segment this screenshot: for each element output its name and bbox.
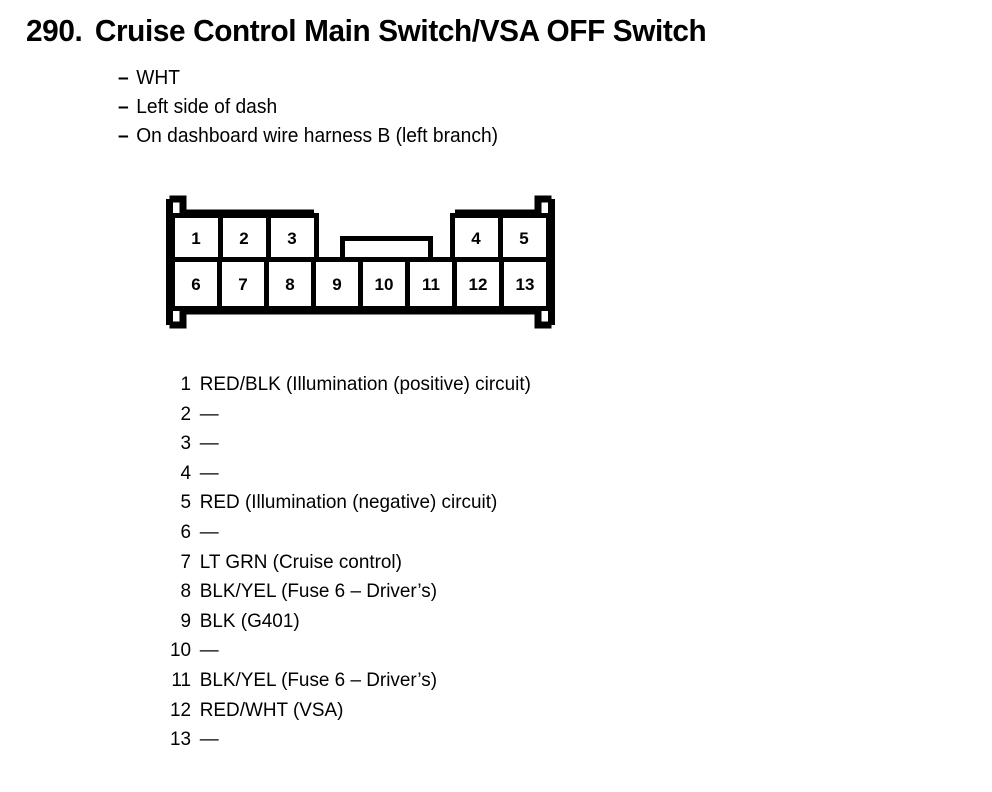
connector-pin-label-10: 10 (375, 275, 394, 294)
connector-pin-label-8: 8 (285, 275, 294, 294)
pin-assignment-list: 1 RED/BLK (Illumination (positive) circui… (160, 370, 531, 755)
pin-number: 2 (180, 402, 192, 425)
pin-description: — (199, 402, 219, 425)
connector-pin-label-9: 9 (332, 275, 341, 294)
connector-svg: 1 2 3 4 5 6 7 8 9 10 11 12 13 (166, 195, 555, 329)
pin-row: 8 BLK/YEL (Fuse 6 – Driver’s) (160, 577, 531, 607)
connector-pin-label-3: 3 (287, 229, 296, 248)
pin-row: 3— (160, 429, 531, 459)
descriptor-text: On dashboard wire harness B (left branch… (136, 125, 499, 147)
pin-description: RED/WHT (VSA) (199, 698, 344, 721)
pin-row: 6— (160, 518, 531, 548)
connector-pin-label-13: 13 (516, 275, 535, 294)
pin-description: — (199, 728, 219, 751)
pin-description: — (199, 520, 219, 543)
pin-row: 2— (160, 400, 531, 430)
descriptor-item: –On dashboard wire harness B (left branc… (118, 122, 498, 151)
pin-description: — (199, 432, 219, 455)
pin-description: — (199, 461, 219, 484)
connector-pin-label-1: 1 (191, 229, 200, 248)
descriptor-item: –Left side of dash (118, 93, 498, 122)
pin-row: 4— (160, 459, 531, 489)
pin-row: 1 RED/BLK (Illumination (positive) circui… (160, 370, 531, 400)
pin-number: 3 (180, 432, 192, 455)
pin-number: 5 (180, 491, 192, 514)
pin-row: 10 — (160, 636, 531, 666)
connector-diagram: 1 2 3 4 5 6 7 8 9 10 11 12 13 (164, 195, 557, 329)
pin-row: 11 BLK/YEL (Fuse 6 – Driver’s) (160, 666, 531, 696)
descriptor-dash: – (118, 67, 129, 89)
connector-center-tab (340, 236, 433, 260)
pin-row: 7 LT GRN (Cruise control) (160, 548, 531, 578)
connector-pin-label-4: 4 (471, 229, 481, 248)
pin-number: 9 (180, 609, 192, 632)
pin-row: 13 — (160, 725, 531, 755)
pin-row: 5 RED (Illumination (negative) circuit) (160, 488, 531, 518)
pin-row: 9 BLK (G401) (160, 607, 531, 637)
pin-description: BLK/YEL (Fuse 6 – Driver’s) (199, 580, 437, 603)
pin-description: BLK/YEL (Fuse 6 – Driver’s) (199, 668, 437, 691)
connector-pin-label-11: 11 (422, 275, 440, 294)
pin-number: 7 (180, 550, 192, 573)
pin-number: 10 (169, 639, 192, 662)
descriptor-list: –WHT –Left side of dash –On dashboard wi… (118, 64, 498, 151)
pin-number: 6 (180, 520, 192, 543)
pin-description: BLK (G401) (199, 609, 300, 632)
pin-description: RED/BLK (Illumination (positive) circuit… (199, 373, 531, 395)
descriptor-item: –WHT (118, 64, 498, 93)
pin-number: 1 (180, 373, 192, 395)
connector-bottom-group (170, 257, 551, 311)
connector-pin-label-6: 6 (191, 275, 200, 294)
page-title-text: Cruise Control Main Switch/VSA OFF Switc… (94, 13, 707, 48)
pin-number: 11 (171, 668, 192, 691)
pin-description: LT GRN (Cruise control) (199, 550, 402, 573)
connector-pin-label-5: 5 (519, 229, 528, 248)
pin-row: 12 RED/WHT (VSA) (160, 696, 531, 726)
pin-number: 12 (169, 698, 192, 721)
page-title-number: 290. (26, 13, 83, 48)
pin-number: 4 (180, 461, 192, 484)
connector-pin-label-12: 12 (469, 275, 488, 294)
descriptor-dash: – (118, 96, 129, 118)
connector-pin-label-7: 7 (238, 275, 247, 294)
descriptor-text: Left side of dash (136, 96, 278, 118)
pin-description: RED (Illumination (negative) circuit) (199, 491, 498, 514)
page-title: 290. Cruise Control Main Switch/VSA OFF S… (26, 13, 707, 49)
descriptor-text: WHT (136, 67, 180, 89)
connector-top-right-group (450, 213, 551, 262)
pin-number: 13 (169, 728, 192, 751)
pin-number: 8 (180, 580, 192, 603)
connector-pin-label-2: 2 (239, 229, 248, 248)
pin-description: — (199, 639, 219, 662)
descriptor-dash: – (118, 125, 129, 147)
